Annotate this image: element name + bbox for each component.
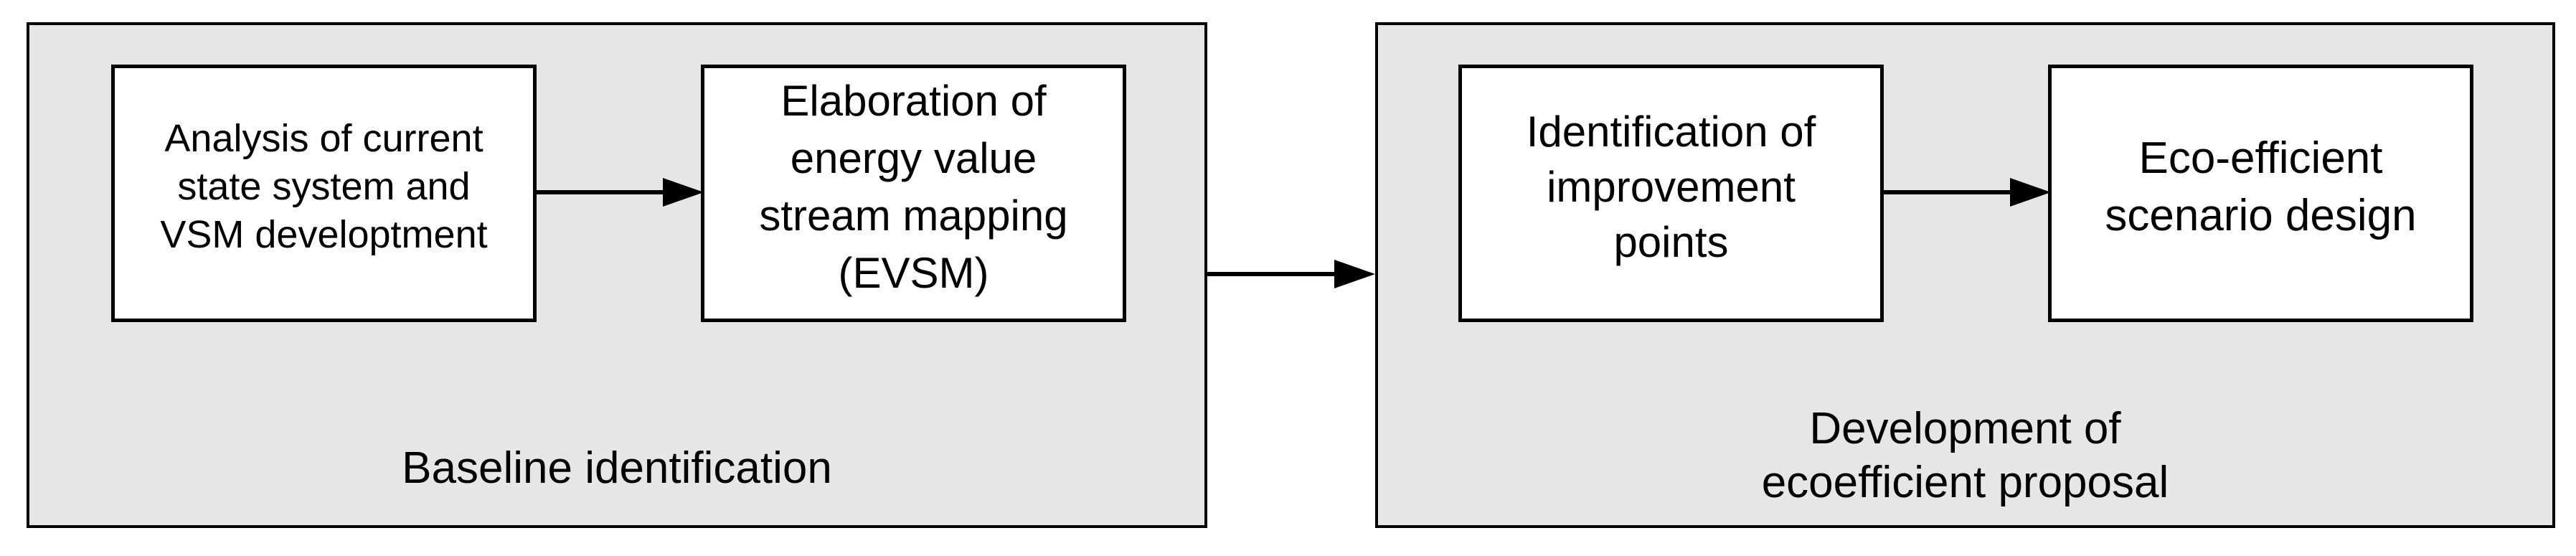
box-energy-value-stream-mapping: Elaboration of energy value stream mappi… — [701, 65, 1126, 322]
box-text-line: energy value — [790, 133, 1037, 182]
arrowhead-icon — [1334, 260, 1375, 288]
group-label-line: Development of — [1809, 404, 2121, 453]
arrow-shaft — [537, 190, 663, 194]
arrowhead-icon — [663, 178, 704, 207]
box-text-line: Eco-efficient — [2138, 133, 2383, 183]
box-identification-improvement-points: Identification of improvement points — [1458, 65, 1884, 322]
box-text-line: (EVSM) — [838, 248, 989, 297]
box-text-line: VSM developtment — [160, 213, 488, 256]
group-development-ecoefficient-proposal: Identification of improvement points Eco… — [1375, 22, 2555, 528]
box-eco-efficient-scenario-design: Eco-efficient scenario design — [2048, 65, 2473, 322]
group-label-line: ecoefficient proposal — [1761, 458, 2169, 507]
box-analysis-current-state-vsm: Analysis of current state system and VSM… — [111, 65, 537, 322]
box-text-line: Identification of — [1526, 108, 1816, 156]
box-text-line: stream mapping — [759, 191, 1068, 240]
group-label-baseline-identification: Baseline identification — [402, 443, 832, 493]
box-text-line: Elaboration of — [780, 76, 1047, 125]
arrow-baseline-to-development — [1207, 260, 1375, 288]
box-text-line: points — [1613, 218, 1729, 266]
box-text-line: improvement — [1547, 163, 1796, 211]
box-text-line: scenario design — [2105, 190, 2417, 240]
group-label-development-ecoefficient-proposal: Development of ecoefficient proposal — [1378, 402, 2552, 509]
arrow-shaft — [1207, 272, 1334, 276]
arrow-improvement-to-scenario — [1884, 178, 2051, 207]
arrowhead-icon — [2010, 178, 2051, 207]
group-baseline-identification: Analysis of current state system and VSM… — [27, 22, 1207, 528]
box-text-line: Analysis of current — [164, 117, 483, 160]
arrow-shaft — [1884, 190, 2010, 194]
box-text-line: state system and — [177, 165, 471, 208]
arrow-analysis-to-evsm — [537, 178, 704, 207]
